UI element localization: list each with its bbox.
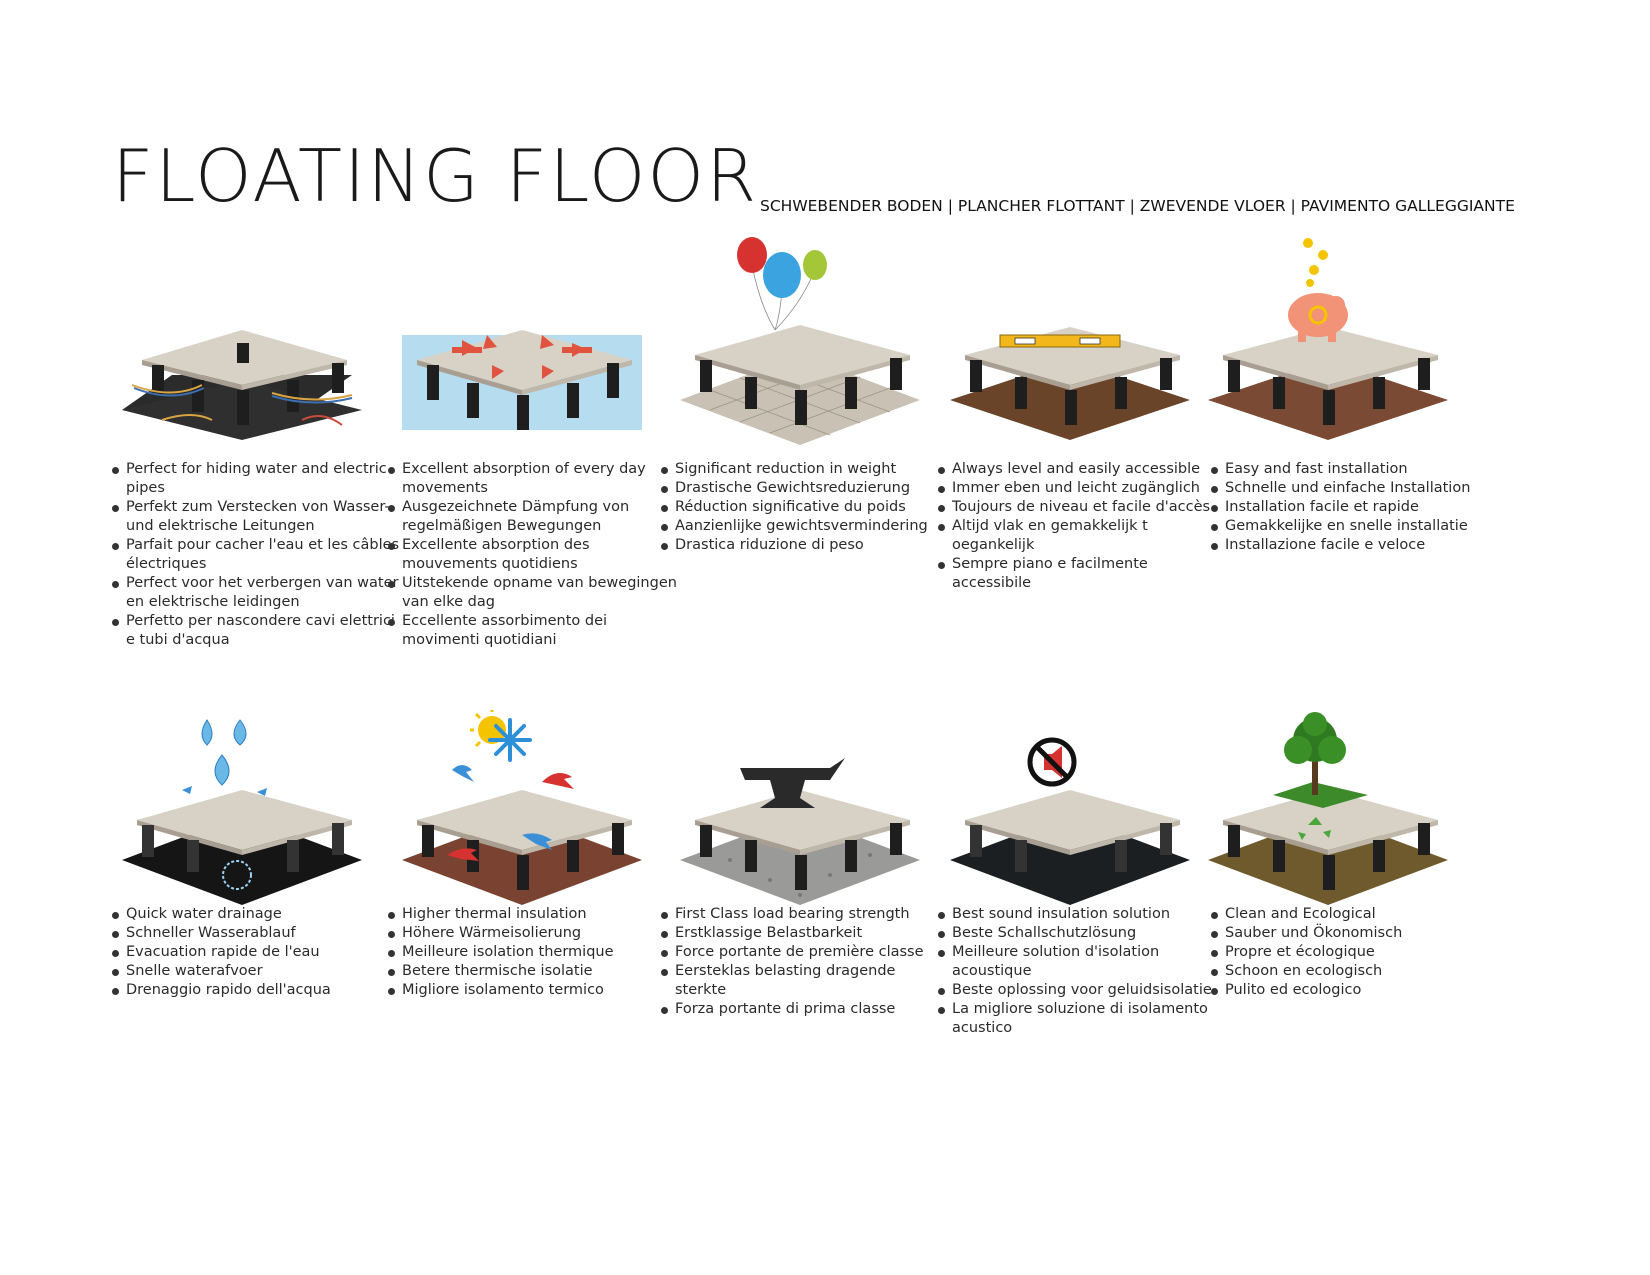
spirit-level-floor-icon [940,235,1200,465]
no-sound-floor-icon [940,710,1200,940]
list-item: Aanzienlijke gewichtsvermindering [661,517,951,536]
list-item: Höhere Wärmeisolierung [388,924,678,943]
list-item: Perfetto per nascondere cavi elettrici e… [112,612,402,650]
list-item: Perfect for hiding water and electric pi… [112,460,402,498]
list-item: Sempre piano e facilmente accessibile [938,555,1228,593]
list-item: Perfect voor het verbergen van water en … [112,574,402,612]
water-drops-floor-icon [112,710,372,940]
list-item: Schneller Wasserablauf [112,924,402,943]
page-subtitle: SCHWEBENDER BODEN | PLANCHER FLOTTANT | … [760,197,1515,215]
cables-floor-icon [112,235,372,465]
list-item: Sauber und Ökonomisch [1211,924,1501,943]
list-item: Higher thermal insulation [388,905,678,924]
list-item: Always level and easily accessible [938,460,1228,479]
absorption-floor-icon [392,235,652,465]
list-item: Parfait pour cacher l'eau et les câbles … [112,536,402,574]
page-title: FLOATING FLOOR [112,134,759,218]
bullet-list: Perfect for hiding water and electric pi… [112,460,402,650]
list-item: Evacuation rapide de l'eau [112,943,402,962]
list-item: Schnelle und einfache Installation [1211,479,1501,498]
bullet-list: Excellent absorption of every day moveme… [388,460,678,650]
list-item: Betere thermische isolatie [388,962,678,981]
list-item: Eersteklas belasting dragende sterkte [661,962,951,1000]
list-item: Toujours de niveau et facile d'accès [938,498,1228,517]
list-item: Réduction significative du poids [661,498,951,517]
bullet-list: Easy and fast installation Schnelle und … [1211,460,1501,555]
piggy-bank-floor-icon [1198,235,1458,465]
list-item: Immer eben und leicht zugänglich [938,479,1228,498]
list-item: Pulito ed ecologico [1211,981,1501,1000]
bullet-list: Always level and easily accessible Immer… [938,460,1228,593]
balloons-floor-icon [670,235,930,465]
list-item: Altijd vlak en gemakkelijk t oegankelijk [938,517,1228,555]
list-item: Propre et écologique [1211,943,1501,962]
list-item: Force portante de première classe [661,943,951,962]
list-item: Ausgezeichnete Dämpfung von regelmäßigen… [388,498,678,536]
list-item: Uitstekende opname van bewegingen van el… [388,574,678,612]
bullet-list: Significant reduction in weight Drastisc… [661,460,951,555]
list-item: First Class load bearing strength [661,905,951,924]
list-item: Best sound insulation solution [938,905,1228,924]
bullet-list: First Class load bearing strength Erstkl… [661,905,951,1019]
list-item: Installazione facile e veloce [1211,536,1501,555]
list-item: Easy and fast installation [1211,460,1501,479]
list-item: Significant reduction in weight [661,460,951,479]
list-item: Beste oplossing voor geluidsisolatie [938,981,1228,1000]
list-item: Quick water drainage [112,905,402,924]
list-item: Eccellente assorbimento dei movimenti qu… [388,612,678,650]
sun-snowflake-floor-icon [392,710,652,940]
list-item: Forza portante di prima classe [661,1000,951,1019]
tree-recycle-floor-icon [1198,710,1458,940]
bullet-list: Best sound insulation solution Beste Sch… [938,905,1228,1038]
list-item: Drastica riduzione di peso [661,536,951,555]
list-item: Perfekt zum Verstecken von Wasser- und e… [112,498,402,536]
list-item: Meilleure solution d'isolation acoustiqu… [938,943,1228,981]
list-item: Migliore isolamento termico [388,981,678,1000]
list-item: Installation facile et rapide [1211,498,1501,517]
list-item: Excellente absorption des mouvements quo… [388,536,678,574]
bullet-list: Quick water drainage Schneller Wasserabl… [112,905,402,1000]
list-item: Excellent absorption of every day moveme… [388,460,678,498]
list-item: Erstklassige Belastbarkeit [661,924,951,943]
list-item: Beste Schallschutzlösung [938,924,1228,943]
list-item: La migliore soluzione di isolamento acus… [938,1000,1228,1038]
list-item: Meilleure isolation thermique [388,943,678,962]
list-item: Clean and Ecological [1211,905,1501,924]
list-item: Drenaggio rapido dell'acqua [112,981,402,1000]
list-item: Snelle waterafvoer [112,962,402,981]
list-item: Schoon en ecologisch [1211,962,1501,981]
anvil-floor-icon [670,710,930,940]
bullet-list: Higher thermal insulation Höhere Wärmeis… [388,905,678,1000]
list-item: Drastische Gewichtsreduzierung [661,479,951,498]
list-item: Gemakkelijke en snelle installatie [1211,517,1501,536]
bullet-list: Clean and Ecological Sauber und Ökonomis… [1211,905,1501,1000]
